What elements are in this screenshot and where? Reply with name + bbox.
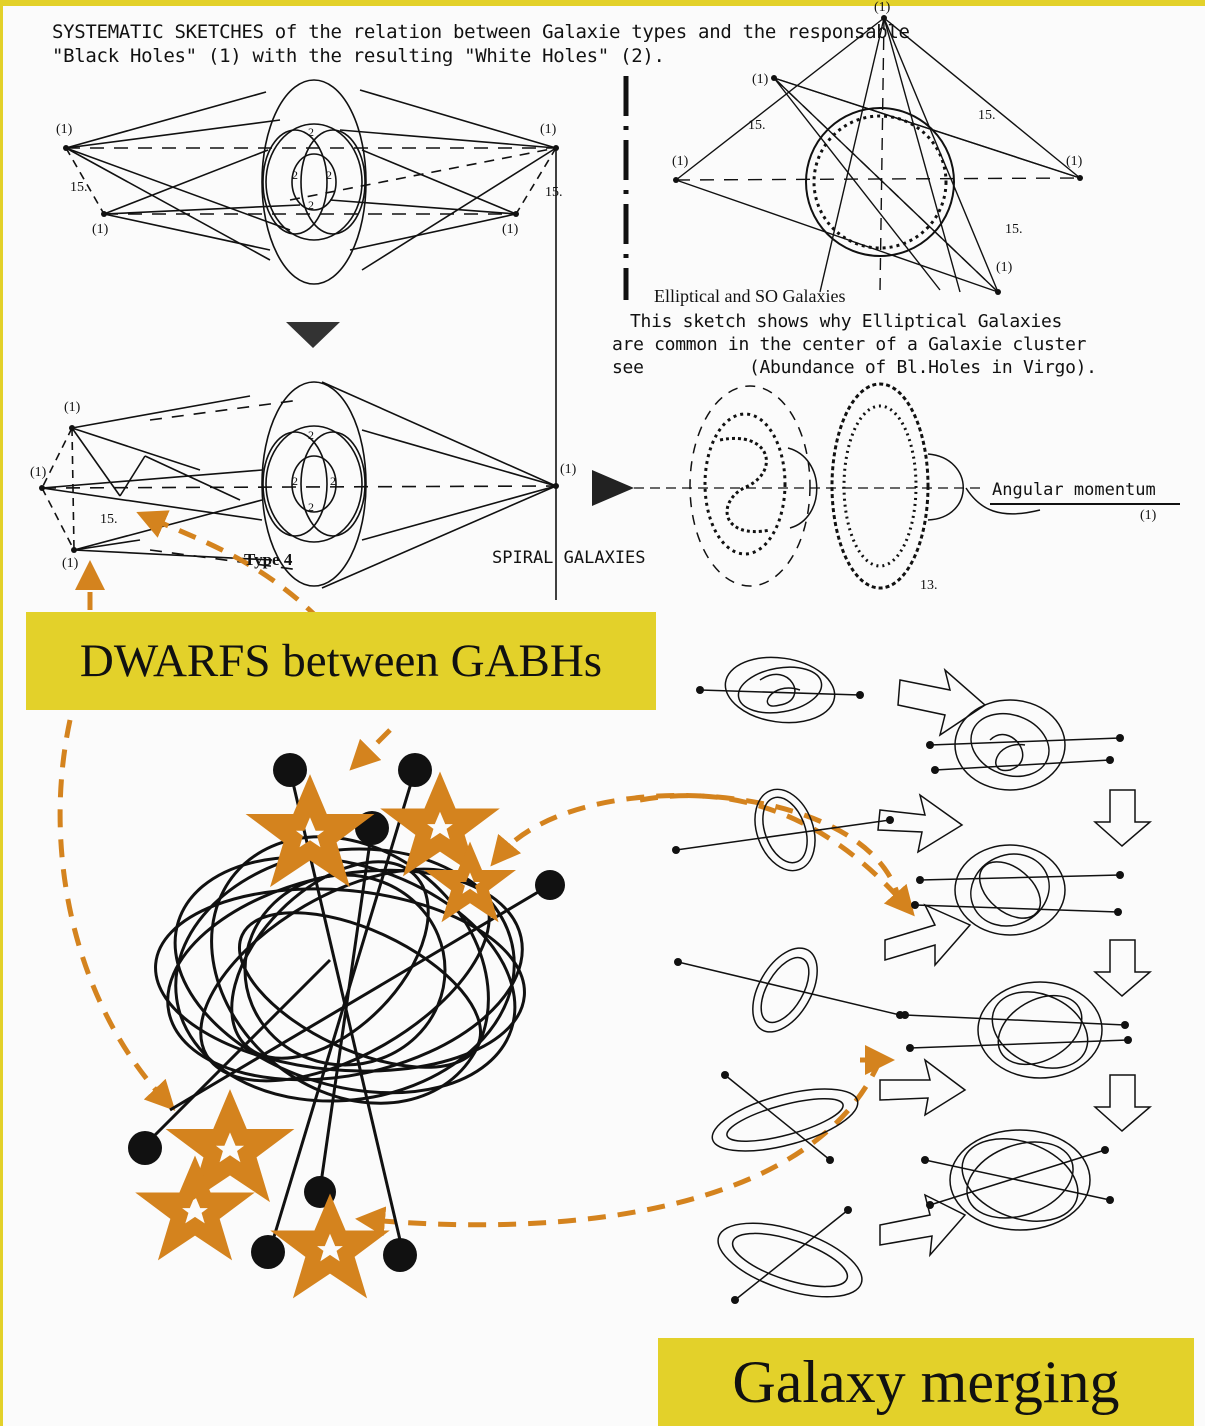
- flow-arrows: [57, 510, 915, 1237]
- top-border: [0, 0, 1205, 6]
- elliptical-sketch: [675, 17, 1081, 293]
- bh-label: (1): [62, 556, 79, 571]
- wh-label: 2: [292, 168, 298, 182]
- angular-sub-label: (1): [1140, 508, 1157, 523]
- black-hole-markers: [128, 753, 565, 1272]
- bh-label: (1): [56, 122, 73, 137]
- dwarf-stars: [135, 771, 516, 1299]
- note-line3: see (Abundance of Bl.Holes in Virgo).: [612, 357, 1097, 378]
- angle-label: 15.: [70, 180, 88, 195]
- left-border: [0, 0, 3, 1426]
- angular-label: Angular momentum: [992, 480, 1156, 500]
- wh-label: 2: [292, 474, 298, 488]
- elliptical-label: Elliptical and SO Galaxies: [654, 286, 846, 306]
- spiral-galaxies-sketch: [689, 382, 1041, 590]
- angle-label: 15.: [748, 118, 766, 133]
- merging-sequence: [675, 656, 1153, 1301]
- right-arrow-icon: [592, 470, 634, 506]
- wh-label: 2: [308, 125, 314, 139]
- thirteen-label: 13.: [920, 578, 938, 593]
- wh-label: 2: [308, 500, 314, 514]
- top-left-sketch: [65, 79, 557, 600]
- bh-label: (1): [92, 222, 109, 237]
- angular-underline: [990, 503, 1180, 505]
- title-line1: SYSTEMATIC SKETCHES of the relation betw…: [52, 21, 910, 43]
- down-arrow-icon: [286, 322, 340, 348]
- bh-label: (1): [996, 260, 1013, 275]
- angle-label: 15.: [545, 185, 563, 200]
- bh-label: (1): [874, 0, 891, 15]
- note-line2: are common in the center of a Galaxie cl…: [612, 334, 1087, 355]
- note-line1: This sketch shows why Elliptical Galaxie…: [630, 311, 1063, 332]
- bh-label: (1): [540, 122, 557, 137]
- merging-banner: Galaxy merging: [658, 1338, 1194, 1426]
- bh-label: (1): [752, 72, 769, 87]
- wh-label: 2: [308, 428, 314, 442]
- bh-label: (1): [672, 154, 689, 169]
- spiral-label: SPIRAL GALAXIES: [492, 548, 646, 568]
- bh-label: (1): [30, 465, 47, 480]
- angle-label: 15.: [978, 108, 996, 123]
- bh-label: (1): [1066, 154, 1083, 169]
- title-line2: "Black Holes" (1) with the resulting "Wh…: [52, 45, 665, 67]
- wh-label: 2: [326, 168, 332, 182]
- bh-label: (1): [502, 222, 519, 237]
- angle-label: 15.: [1005, 222, 1023, 237]
- wh-label: 2: [330, 474, 336, 488]
- type4-label: Type 4: [244, 550, 293, 569]
- dwarfs-banner: DWARFS between GABHs: [26, 612, 656, 710]
- bh-label: (1): [64, 400, 81, 415]
- wh-label: 2: [308, 198, 314, 212]
- angle-label: 15.: [100, 512, 118, 527]
- type4-sketch: [41, 381, 557, 589]
- bh-label: (1): [560, 462, 577, 477]
